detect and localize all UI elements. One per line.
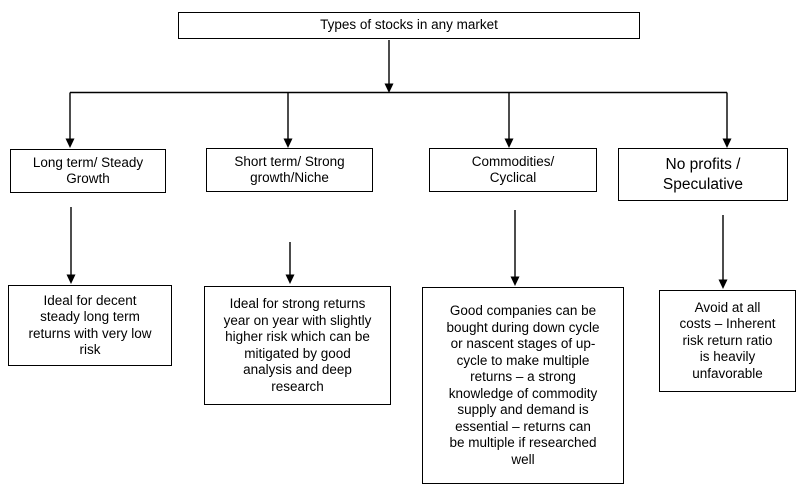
arrow-branch-to-category-2 xyxy=(504,92,514,148)
description-box-commodities: Good companies can be bought during down… xyxy=(422,287,624,484)
arrow-branch-to-category-0 xyxy=(65,92,75,148)
category-box-long-term: Long term/ Steady Growth xyxy=(10,149,166,193)
arrow-category-2-to-description xyxy=(510,210,520,286)
category-box-short-term: Short term/ Strong growth/Niche xyxy=(206,148,373,192)
arrow-branch-to-category-1 xyxy=(283,92,293,148)
description-box-short-term: Ideal for strong returns year on year wi… xyxy=(204,286,391,405)
category-box-no-profits: No profits / Speculative xyxy=(618,148,788,201)
arrow-branch-to-category-3 xyxy=(722,92,732,148)
flowchart-title-box: Types of stocks in any market xyxy=(178,12,640,39)
arrow-category-0-to-description xyxy=(66,207,76,284)
arrow-category-3-to-description xyxy=(718,215,728,289)
description-box-no-profits: Avoid at all costs – Inherent risk retur… xyxy=(659,290,796,392)
arrow-title-to-branch xyxy=(384,40,394,93)
arrow-category-1-to-description xyxy=(285,242,295,284)
category-box-commodities: Commodities/ Cyclical xyxy=(429,148,597,192)
description-box-long-term: Ideal for decent steady long term return… xyxy=(8,285,172,366)
